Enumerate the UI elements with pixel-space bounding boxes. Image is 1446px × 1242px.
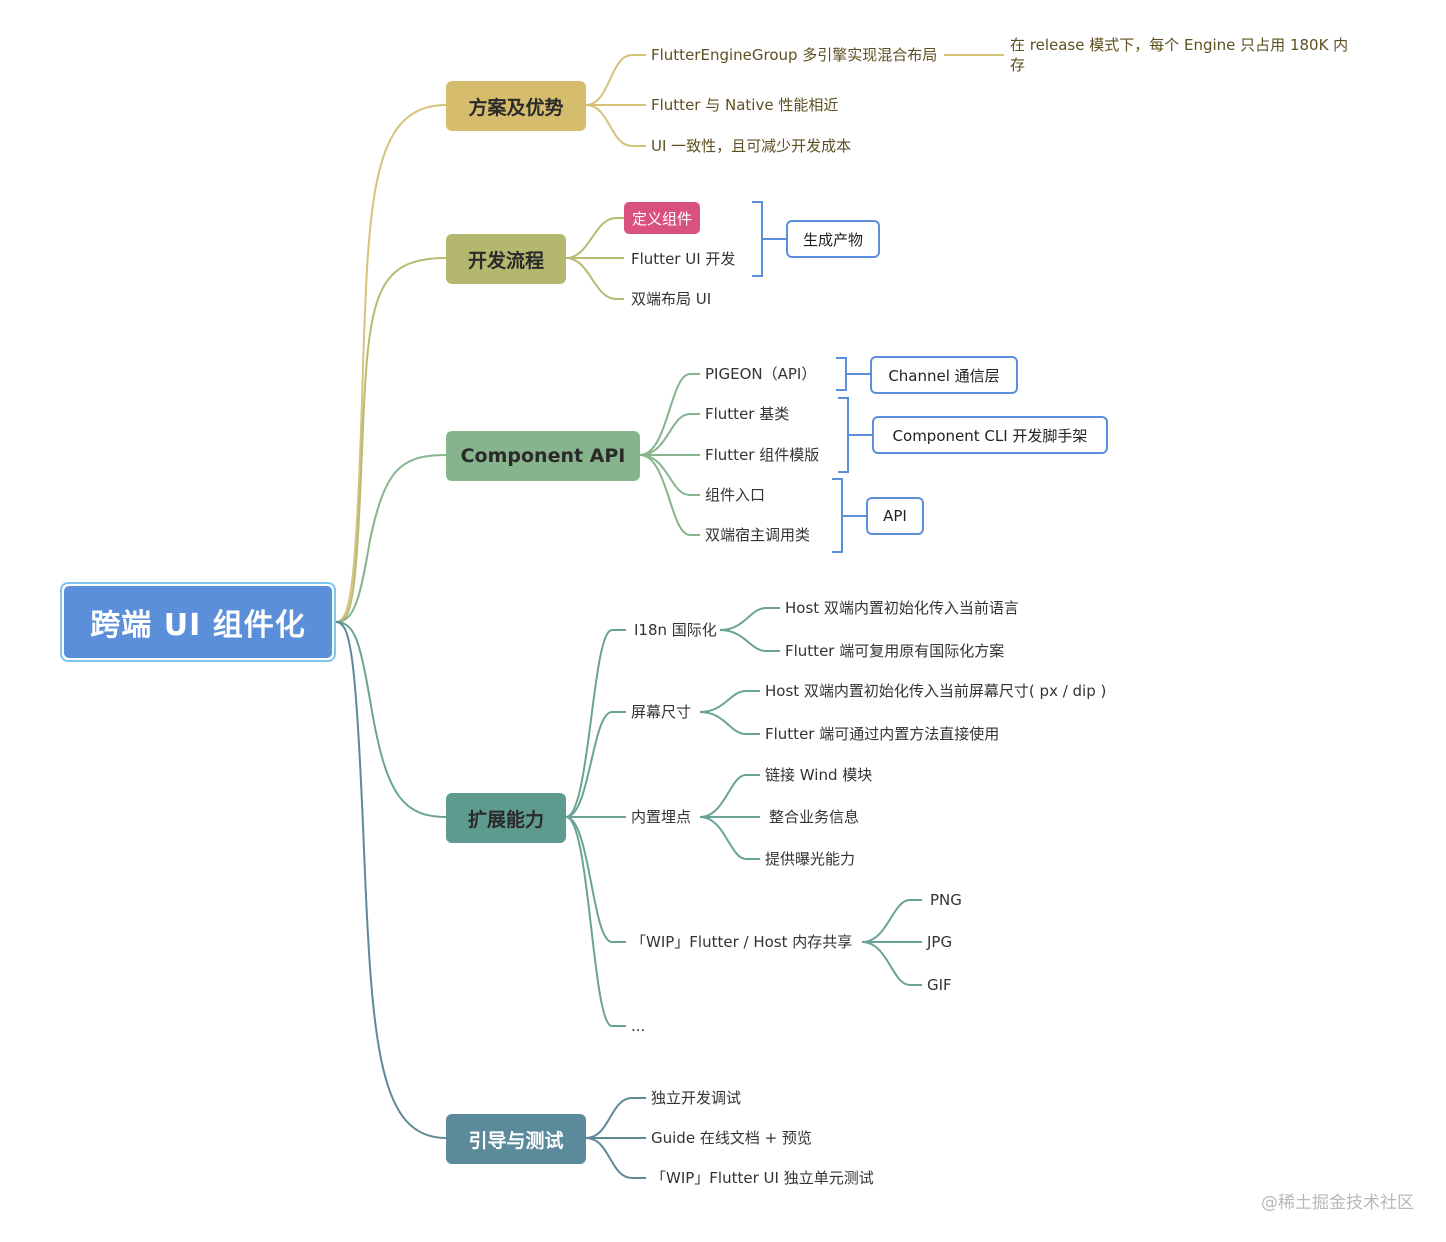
leaf-define-component[interactable]: 定义组件 <box>624 202 701 234</box>
leaf-business-info[interactable]: 整合业务信息 <box>769 808 860 826</box>
branch-dev-process[interactable]: 开发流程 <box>446 234 566 284</box>
leaf-screen-size[interactable]: 屏幕尺寸 <box>631 703 692 721</box>
leaf-performance[interactable]: Flutter 与 Native 性能相近 <box>651 96 839 114</box>
summary-api[interactable]: API <box>866 497 924 535</box>
leaf-release-note-1[interactable]: 在 release 模式下，每个 Engine 只占用 180K 内 <box>1010 36 1349 54</box>
leaf-more[interactable]: ... <box>631 1017 646 1035</box>
leaf-engine-group[interactable]: FlutterEngineGroup 多引擎实现混合布局 <box>651 46 938 64</box>
branch-component-api[interactable]: Component API <box>446 431 640 481</box>
leaf-i18n-flutter[interactable]: Flutter 端可复用原有国际化方案 <box>785 642 1005 660</box>
summary-component-cli[interactable]: Component CLI 开发脚手架 <box>872 416 1108 454</box>
leaf-png[interactable]: PNG <box>930 891 962 909</box>
leaf-i18n[interactable]: I18n 国际化 <box>634 621 717 639</box>
leaf-jpg[interactable]: JPG <box>927 933 953 951</box>
leaf-flutter-template[interactable]: Flutter 组件模版 <box>705 446 820 464</box>
leaf-screen-flutter[interactable]: Flutter 端可通过内置方法直接使用 <box>765 725 1000 743</box>
leaf-screen-host[interactable]: Host 双端内置初始化传入当前屏幕尺寸( px / dip ) <box>765 682 1107 700</box>
leaf-tracking[interactable]: 内置埋点 <box>631 808 692 826</box>
leaf-flutter-ui-dev[interactable]: Flutter UI 开发 <box>631 250 736 268</box>
root-title: 跨端 UI 组件化 <box>64 586 332 658</box>
leaf-flutter-base[interactable]: Flutter 基类 <box>705 405 790 423</box>
leaf-i18n-host[interactable]: Host 双端内置初始化传入当前语言 <box>785 599 1019 617</box>
summary-artifacts[interactable]: 生成产物 <box>786 220 880 258</box>
leaf-release-note-2: 存 <box>1010 56 1026 74</box>
leaf-gif[interactable]: GIF <box>927 976 952 994</box>
leaf-ui-consistency[interactable]: UI 一致性，且可减少开发成本 <box>651 137 852 155</box>
leaf-host-invoker[interactable]: 双端宿主调用类 <box>705 526 811 544</box>
branch-guide-test[interactable]: 引导与测试 <box>446 1114 586 1164</box>
leaf-link-wind[interactable]: 链接 Wind 模块 <box>765 766 873 784</box>
branch-extensions[interactable]: 扩展能力 <box>446 793 566 843</box>
leaf-dual-layout[interactable]: 双端布局 UI <box>631 290 712 308</box>
root-topic[interactable]: 跨端 UI 组件化 <box>60 582 336 662</box>
leaf-memory-share[interactable]: 「WIP」Flutter / Host 内存共享 <box>631 933 853 951</box>
leaf-guide-docs[interactable]: Guide 在线文档 + 预览 <box>651 1129 812 1147</box>
leaf-unit-test[interactable]: 「WIP」Flutter UI 独立单元测试 <box>651 1169 874 1187</box>
leaf-pigeon[interactable]: PIGEON（API） <box>705 365 817 383</box>
leaf-exposure[interactable]: 提供曝光能力 <box>765 850 856 868</box>
branch-solution[interactable]: 方案及优势 <box>446 81 586 131</box>
leaf-component-entry[interactable]: 组件入口 <box>705 486 766 504</box>
summary-channel-layer[interactable]: Channel 通信层 <box>870 356 1018 394</box>
leaf-standalone-debug[interactable]: 独立开发调试 <box>651 1089 742 1107</box>
watermark: @稀土掘金技术社区 <box>1261 1193 1414 1213</box>
